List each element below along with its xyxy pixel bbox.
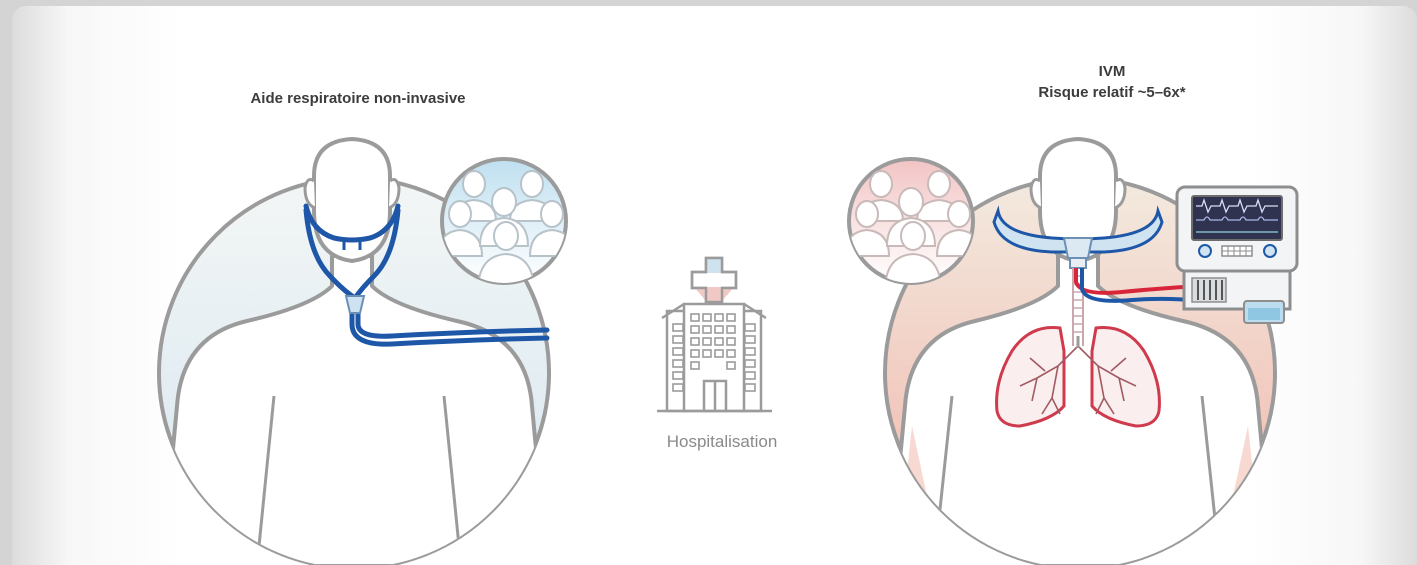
hospitalisation-label: Hospitalisation bbox=[632, 432, 812, 452]
hospital-icon bbox=[657, 258, 772, 411]
right-panel-title-line2: Risque relatif ~5–6x* bbox=[1012, 82, 1212, 103]
illustration-canvas: Aide respiratoire non-invasive IVM Risqu… bbox=[12, 6, 1417, 565]
ventilator-icon bbox=[1177, 187, 1297, 323]
right-panel-title: IVM Risque relatif ~5–6x* bbox=[1012, 61, 1212, 103]
right-panel-title-line1: IVM bbox=[1012, 61, 1212, 82]
left-panel-title: Aide respiratoire non-invasive bbox=[228, 88, 488, 109]
